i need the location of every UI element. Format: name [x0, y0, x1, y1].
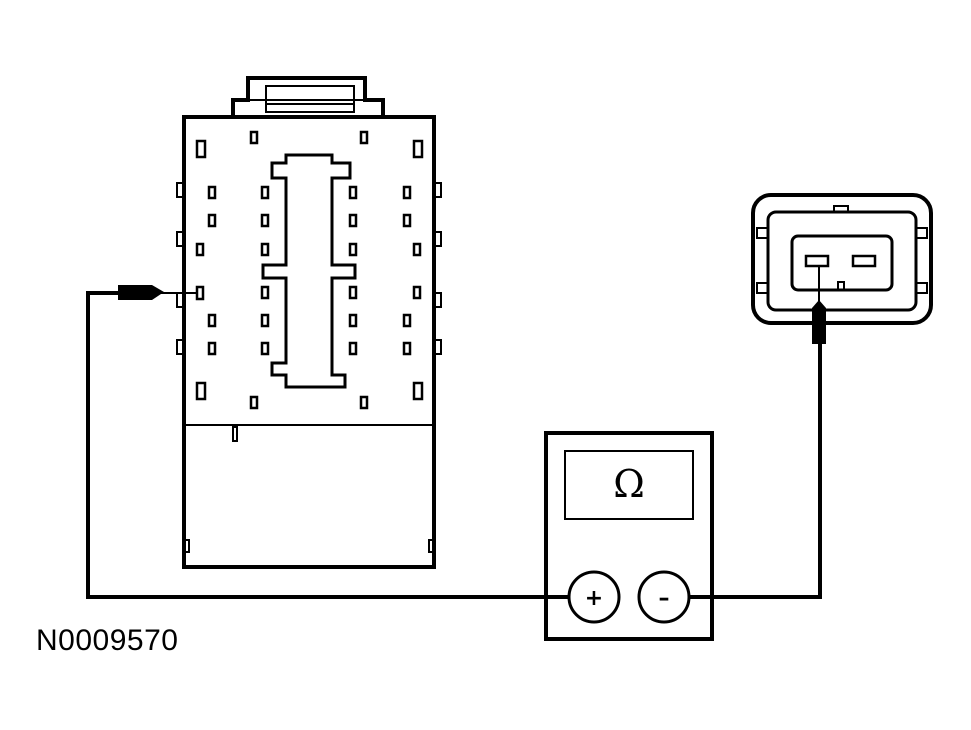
- positive-terminal-label: +: [585, 586, 603, 611]
- figure-id-label: N0009570: [36, 624, 179, 657]
- test-probe-right: [812, 266, 826, 344]
- test-probe-left: [118, 285, 198, 300]
- ohmmeter: Ω + –: [544, 431, 714, 641]
- test-leads: [86, 291, 822, 599]
- module-connector: [176, 76, 442, 569]
- meter-display-omega-icon: Ω: [613, 462, 645, 506]
- negative-terminal-label: –: [659, 586, 670, 611]
- sensor-connector: [751, 193, 933, 325]
